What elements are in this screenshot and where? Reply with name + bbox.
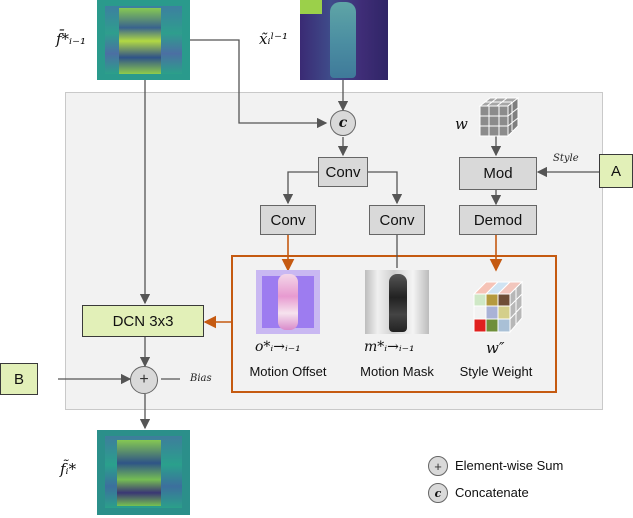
weight-cube-icon bbox=[478, 96, 520, 138]
legend-sum-icon: + bbox=[428, 456, 448, 476]
demod-block: Demod bbox=[459, 205, 537, 235]
x-prev-label: x̃ᵢˡ⁻¹ bbox=[259, 30, 289, 48]
conv-to-conv-left-line bbox=[282, 171, 318, 205]
mod-block: Mod bbox=[459, 157, 537, 190]
style-tag: Style bbox=[553, 153, 579, 164]
frame-x-prev bbox=[300, 0, 388, 80]
style-weight-math: w″ bbox=[486, 339, 505, 357]
motion-offset-label: Motion Offset bbox=[249, 364, 327, 379]
f-prev-to-concat-line bbox=[190, 39, 328, 129]
feature-map-f-prev bbox=[97, 0, 190, 80]
conv-to-conv-right-line bbox=[368, 171, 403, 205]
legend-concat-icon: c bbox=[428, 483, 448, 503]
legend-concat-symbol: c bbox=[434, 486, 442, 500]
feature-map-output bbox=[97, 430, 190, 515]
concat-symbol: c bbox=[338, 115, 348, 131]
conv-top-block: Conv bbox=[318, 157, 368, 187]
conv-left-block: Conv bbox=[260, 205, 316, 235]
bias-tag: Bias bbox=[190, 373, 212, 384]
motion-offset-math: o*ᵢ→ᵢ₋₁ bbox=[255, 339, 301, 355]
f-prev-label: f̄*ᵢ₋₁ bbox=[56, 30, 86, 48]
motion-offset-image bbox=[256, 270, 320, 334]
motion-mask-label: Motion Mask bbox=[360, 364, 434, 379]
input-a-box: A bbox=[599, 154, 633, 188]
weights-output-box bbox=[231, 255, 557, 393]
conv-right-block: Conv bbox=[369, 205, 425, 235]
input-b-box: B bbox=[0, 363, 38, 395]
w-label: w bbox=[455, 115, 468, 133]
motion-mask-image bbox=[365, 270, 429, 334]
style-weight-label: Style Weight bbox=[459, 364, 533, 379]
main-panel bbox=[65, 92, 603, 410]
legend-sum-label: Element-wise Sum bbox=[455, 458, 564, 473]
motion-mask-math: m*ᵢ→ᵢ₋₁ bbox=[364, 339, 415, 355]
dcn-block: DCN 3x3 bbox=[82, 305, 204, 337]
legend-concat-label: Concatenate bbox=[455, 485, 529, 500]
concat-node: c bbox=[330, 110, 356, 136]
f-out-label: f̃ᵢ* bbox=[60, 460, 77, 478]
style-weight-cube-icon bbox=[472, 280, 524, 334]
sum-node: + bbox=[130, 366, 158, 394]
